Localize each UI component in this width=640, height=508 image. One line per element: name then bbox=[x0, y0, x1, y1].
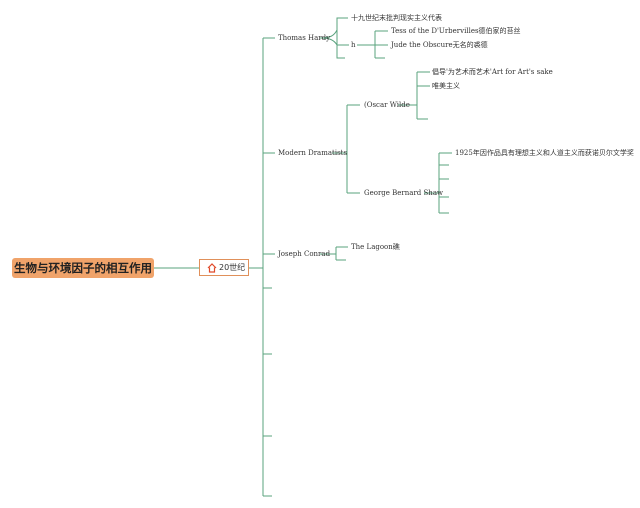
topic-thomas-hardy[interactable]: Thomas Hardy bbox=[278, 34, 331, 42]
root-topic[interactable]: 生物与环境因子的相互作用 bbox=[12, 258, 154, 278]
hub-topic-label: 20世纪 bbox=[219, 263, 246, 272]
topic-aestheticism[interactable]: 唯美主义 bbox=[432, 82, 460, 90]
hub-topic[interactable]: 20世纪 bbox=[199, 259, 249, 276]
home-icon bbox=[207, 263, 217, 273]
topic-nobel-prize[interactable]: 1925年因作品具有理想主义和人道主义而获诺贝尔文学奖 bbox=[455, 149, 634, 157]
root-topic-label: 生物与环境因子的相互作用 bbox=[14, 261, 152, 275]
topic-george-bernard-shaw[interactable]: George Bernard Shaw bbox=[364, 189, 443, 197]
topic-tess[interactable]: Tess of the D'Urbervilles德伯家的苔丝 bbox=[391, 27, 521, 35]
topic-modern-dramatists[interactable]: Modern Dramatists bbox=[278, 149, 348, 157]
topic-art-for-art[interactable]: 倡导'为艺术而艺术'Art for Art's sake bbox=[432, 68, 553, 76]
topic-oscar-wilde[interactable]: (Oscar Wilde bbox=[364, 101, 410, 109]
topic-jude[interactable]: Jude the Obscure无名的裘德 bbox=[391, 41, 488, 49]
topic-joseph-conrad[interactable]: Joseph Conrad bbox=[278, 250, 331, 258]
topic-the-lagoon[interactable]: The Lagoon礁 bbox=[351, 243, 400, 251]
topic-critical-realism[interactable]: 十九世纪末批判现实主义代表 bbox=[351, 14, 442, 22]
topic-h[interactable]: h bbox=[351, 41, 356, 49]
